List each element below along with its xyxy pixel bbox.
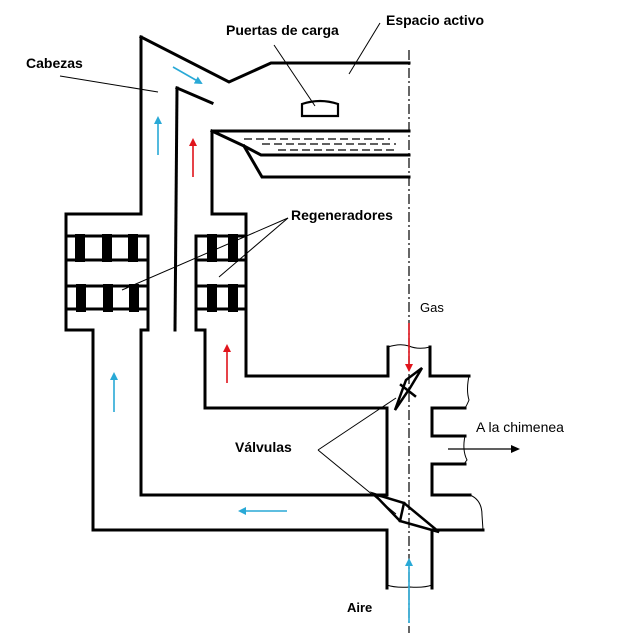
espacio-activo-label: Espacio activo [386, 12, 484, 28]
bath-surface-line [210, 129, 411, 157]
checker-brick [128, 234, 138, 262]
head-inner-baffle [175, 86, 214, 105]
air-pipe-break [386, 584, 433, 588]
a-la-chimenea-label: A la chimenea [476, 419, 564, 435]
air-flow-arrow-head-diagonal [172, 66, 203, 84]
regeneradores-label: Regeneradores [291, 207, 393, 223]
chimney-lower-wall [430, 462, 472, 497]
checker-brick [103, 284, 113, 312]
gas-label: Gas [420, 300, 444, 315]
checker-brick [75, 234, 85, 262]
gas-duct-top-wall [244, 328, 390, 378]
air-valve-icon[interactable] [369, 491, 440, 534]
left-regenerator-outer-wall [64, 212, 389, 590]
regeneradores-leader-line-1 [121, 217, 289, 291]
pipe-break-2 [463, 435, 468, 465]
charging-door-icon [300, 99, 340, 118]
checker-brick [102, 234, 112, 262]
inner-duct-block [139, 328, 389, 497]
valvulas-leader-line-2 [317, 449, 397, 515]
puertas-de-carga-label: Puertas de carga [226, 22, 339, 38]
checker-brick [228, 234, 238, 262]
valvulas-label: Válvulas [235, 439, 292, 455]
bath-bottom-line [241, 143, 411, 179]
regeneradores-leader-line-2 [218, 217, 289, 278]
head-roof-wall [138, 34, 411, 84]
espacio-leader-line [348, 22, 381, 75]
air-duct-right-wall [430, 528, 485, 590]
pipe-break-1 [464, 375, 470, 409]
gas-inlet-right-wall [428, 345, 471, 378]
central-divider-wall [173, 86, 179, 332]
cabezas-label: Cabezas [26, 55, 83, 71]
pipe-break-3 [469, 494, 484, 531]
checker-brick [76, 284, 86, 312]
chimney-upper-wall [430, 406, 467, 438]
checker-brick [228, 284, 238, 312]
aire-label: Aire [347, 600, 372, 615]
cabezas-leader-line [59, 75, 159, 93]
checker-brick [207, 284, 217, 312]
checker-brick [207, 234, 217, 262]
puertas-leader-line [273, 44, 316, 107]
gas-valve-icon[interactable] [393, 367, 424, 411]
valvulas-leader-line-1 [317, 397, 397, 451]
checker-brick [129, 284, 139, 312]
right-regenerator-top-wall [210, 212, 248, 332]
